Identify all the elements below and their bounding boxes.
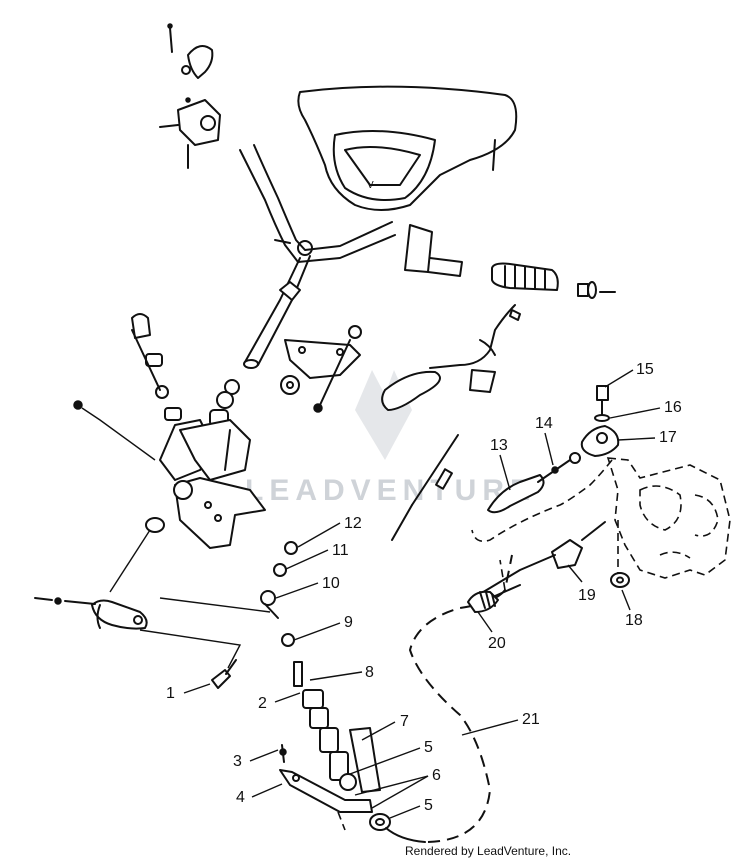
carburetor-body — [471, 457, 731, 579]
bottom-nut — [369, 813, 426, 843]
lever-bracket — [280, 325, 362, 413]
callout-15: 15 — [636, 361, 654, 378]
callout-3: 3 — [233, 753, 242, 770]
cable-19-adjuster — [469, 521, 606, 601]
part-1-screw — [139, 629, 242, 689]
callout-leaders — [183, 369, 661, 819]
callout-14: 14 — [535, 415, 553, 432]
callout-5-upper: 5 — [424, 739, 433, 756]
handlebar — [239, 144, 463, 369]
callout-6: 6 — [432, 767, 441, 784]
callout-20: 20 — [488, 635, 506, 652]
cable-bracket — [279, 744, 373, 813]
watermark-text: LEADVENTURE — [245, 474, 536, 507]
part-18-nut — [610, 572, 630, 588]
grip-end-cap — [577, 281, 616, 299]
callout-5-lower: 5 — [424, 797, 433, 814]
callout-8: 8 — [365, 664, 374, 681]
throttle-housing-assembly — [159, 23, 221, 169]
tether-switch-assembly — [381, 304, 521, 411]
callout-7: 7 — [400, 713, 409, 730]
cable-adjuster-assembly — [159, 541, 381, 793]
throttle-cable — [391, 434, 581, 541]
callout-2: 2 — [258, 695, 267, 712]
callout-13: 13 — [490, 437, 508, 454]
throttle-shaft-assembly — [73, 313, 266, 549]
handlebar-pad: V — [297, 85, 518, 211]
callout-18: 18 — [625, 612, 643, 629]
footer-credit: Rendered by LeadVenture, Inc. — [405, 844, 571, 858]
callout-12: 12 — [344, 515, 362, 532]
callout-1: 1 — [166, 685, 175, 702]
handlebar-grip — [491, 262, 559, 291]
callout-10: 10 — [322, 575, 340, 592]
svg-text:V: V — [367, 180, 374, 191]
callout-19: 19 — [578, 587, 596, 604]
cable-20-adjuster — [467, 584, 521, 613]
callout-4: 4 — [236, 789, 245, 806]
throttle-lever — [34, 529, 151, 630]
callout-labels: 1 2 3 4 5 5 6 7 8 9 10 11 12 13 14 15 16… — [166, 361, 682, 814]
callout-16: 16 — [664, 399, 682, 416]
carburetor-lever — [580, 385, 620, 457]
callout-9: 9 — [344, 614, 353, 631]
callout-17: 17 — [659, 429, 677, 446]
callout-11: 11 — [332, 542, 349, 559]
cable-21 — [337, 554, 513, 843]
callout-21: 21 — [522, 711, 540, 728]
